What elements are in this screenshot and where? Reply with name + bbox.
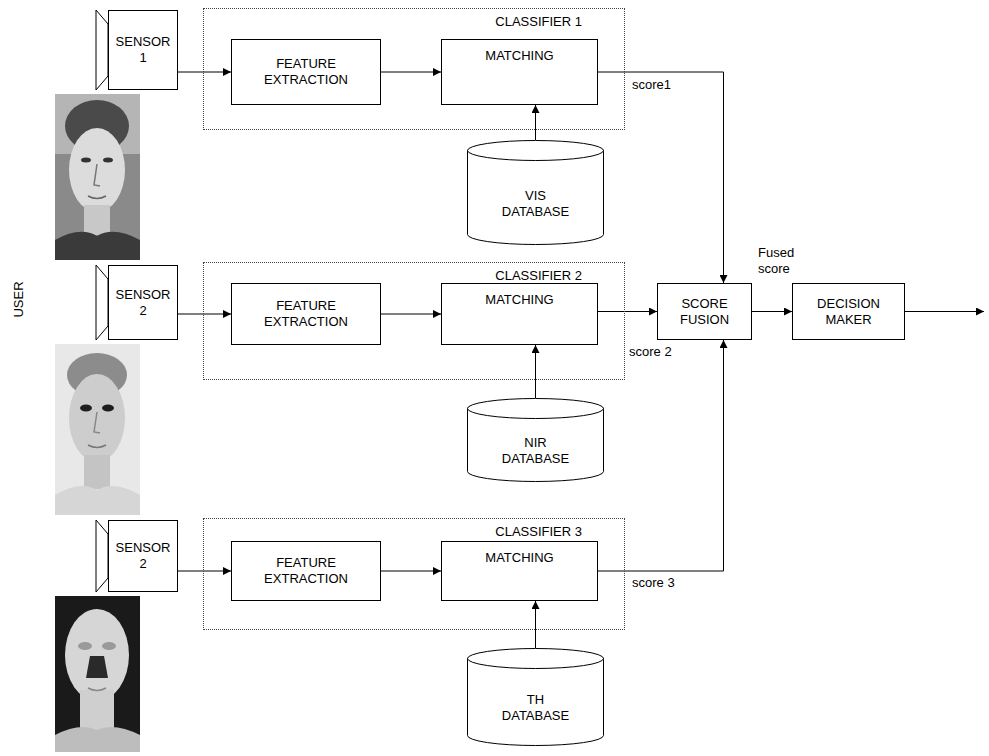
side-label: USER xyxy=(11,278,26,322)
connector-arrow xyxy=(598,340,724,571)
cylinder-body xyxy=(468,150,604,245)
node-text: SENSOR 2 xyxy=(113,287,173,318)
node-text: MATCHING xyxy=(485,48,553,64)
node-text: SCORE FUSION xyxy=(665,296,745,327)
process-box: MATCHING xyxy=(441,541,598,601)
connector-arrow xyxy=(535,601,536,648)
connector-arrow xyxy=(178,314,231,315)
visible-face-photo xyxy=(55,94,140,260)
edge-label: score1 xyxy=(632,77,671,93)
connector-arrow xyxy=(598,311,657,312)
near-infrared-face-photo xyxy=(55,344,140,515)
process-box: MATCHING xyxy=(441,39,598,105)
edge-label: Fused score xyxy=(758,245,800,276)
process-box: SCORE FUSION xyxy=(657,283,752,340)
connector-arrow xyxy=(535,345,536,398)
edge-label: score 3 xyxy=(632,575,675,591)
connector-arrow xyxy=(535,105,536,140)
group-label: CLASSIFIER 2 xyxy=(495,268,582,283)
connector-arrow xyxy=(752,311,792,312)
node-text: VIS DATABASE xyxy=(497,188,575,219)
process-box: FEATURE EXTRACTION xyxy=(231,283,381,345)
process-box: MATCHING xyxy=(441,283,598,345)
group-label: CLASSIFIER 1 xyxy=(495,14,582,29)
cylinder-top xyxy=(468,141,604,161)
node-text: FEATURE EXTRACTION xyxy=(246,555,366,586)
node-text: FEATURE EXTRACTION xyxy=(246,298,366,329)
database-cylinder: TH DATABASE xyxy=(467,648,604,746)
thermal-face-photo xyxy=(55,596,140,752)
node-text: FEATURE EXTRACTION xyxy=(246,56,366,87)
process-box: FEATURE EXTRACTION xyxy=(231,39,381,105)
sensor-box: SENSOR 2 xyxy=(108,265,178,340)
node-text: NIR DATABASE xyxy=(497,435,575,466)
connector-arrow xyxy=(381,72,441,73)
sensor-box: SENSOR 2 xyxy=(108,520,178,592)
connector-arrow xyxy=(598,72,724,283)
node-text: DECISION MAKER xyxy=(804,296,894,327)
node-text: MATCHING xyxy=(485,292,553,308)
classifier-group: CLASSIFIER 3 FEATURE EXTRACTION MATCHING xyxy=(203,518,625,630)
cylinder-top xyxy=(468,399,604,419)
output-arrow xyxy=(905,311,984,312)
node-text: TH DATABASE xyxy=(497,692,575,723)
connector-arrow xyxy=(178,571,231,572)
cylinder-body xyxy=(468,658,604,746)
node-text: SENSOR 2 xyxy=(113,540,173,571)
cylinder-body xyxy=(468,408,604,482)
edge-label: score 2 xyxy=(629,344,672,360)
node-text: SENSOR 1 xyxy=(113,34,173,65)
classifier-group: CLASSIFIER 1 FEATURE EXTRACTION MATCHING xyxy=(203,8,625,130)
group-label: CLASSIFIER 3 xyxy=(495,524,582,539)
connector-arrow xyxy=(381,571,441,572)
process-box: FEATURE EXTRACTION xyxy=(231,541,381,601)
classifier-group: CLASSIFIER 2 FEATURE EXTRACTION MATCHING xyxy=(203,262,625,380)
connector-arrow xyxy=(178,72,231,73)
node-text: MATCHING xyxy=(485,550,553,566)
sensor-box: SENSOR 1 xyxy=(108,10,178,90)
connector-arrow xyxy=(381,314,441,315)
process-box: DECISION MAKER xyxy=(792,283,905,340)
database-cylinder: VIS DATABASE xyxy=(467,140,604,245)
database-cylinder: NIR DATABASE xyxy=(467,398,604,482)
cylinder-top xyxy=(468,649,604,669)
